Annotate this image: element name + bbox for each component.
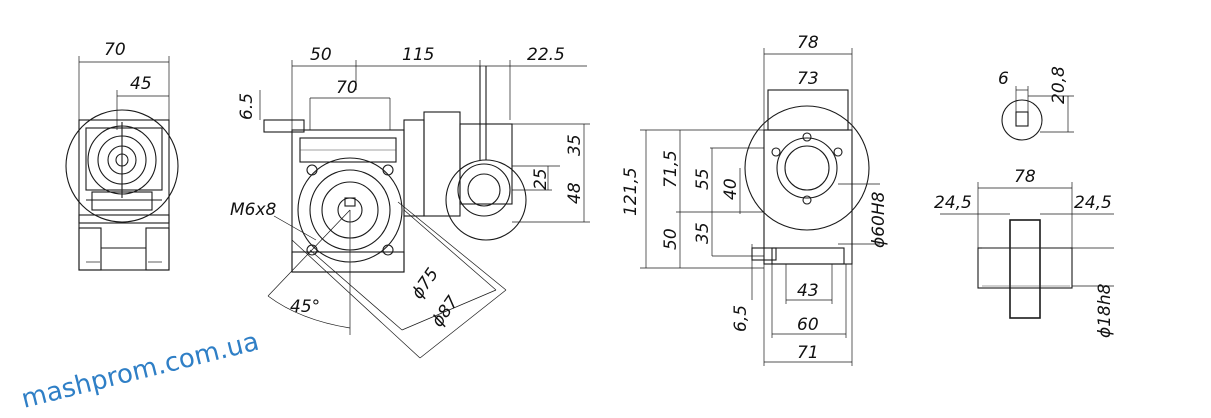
- label-bolt: M6x8: [230, 200, 277, 220]
- dim-side-inner: 45: [130, 74, 152, 94]
- dim-front-d2: 115: [402, 45, 434, 65]
- dim-shaft-height: 20,8: [1049, 66, 1069, 104]
- dim-end-v40: 40: [721, 178, 741, 200]
- dim-end-v55: 55: [693, 168, 713, 190]
- dim-shaft-dia: ϕ18h8: [1095, 283, 1115, 338]
- dim-end-b65: 6,5: [731, 305, 751, 332]
- front-view: 50 115 22.5 70 6.5: [230, 45, 590, 359]
- dim-end-b71: 71: [797, 343, 819, 363]
- dim-shaft-key: 6: [998, 69, 1009, 89]
- dim-front-dia1: ϕ75: [408, 264, 443, 302]
- dim-front-left: 6.5: [237, 93, 257, 120]
- dim-end-b60: 60: [797, 315, 819, 335]
- dim-end-htotal: 121,5: [621, 167, 641, 216]
- dim-end-b43: 43: [797, 281, 819, 301]
- dim-end-w1: 78: [797, 33, 819, 53]
- dim-front-d1: 50: [310, 45, 332, 65]
- dim-front-dia2: ϕ87: [428, 292, 463, 331]
- dim-end-bore: ϕ60H8: [869, 191, 889, 248]
- watermark-text: mashprom.com.ua: [18, 327, 262, 415]
- dim-end-v35: 35: [693, 222, 713, 244]
- dim-front-r1: 35: [565, 134, 585, 156]
- dim-end-hlow: 50: [661, 228, 681, 250]
- dim-shaft-left: 24,5: [934, 193, 972, 213]
- dim-front-r2: 25: [531, 168, 551, 190]
- dim-end-w2: 73: [797, 69, 819, 89]
- dim-end-hup: 71,5: [661, 150, 681, 188]
- shaft-view: 6 20,8 78 24,5 24,5 ϕ18h8: [934, 66, 1115, 338]
- dim-shaft-right: 24,5: [1074, 193, 1112, 213]
- dim-shaft-length: 78: [1014, 167, 1036, 187]
- dim-side-width: 70: [104, 40, 126, 60]
- dim-front-d3: 22.5: [527, 45, 565, 65]
- dim-front-top: 70: [336, 78, 358, 98]
- end-view: 78 73 121,5 71,5 50 55 40 35 ϕ60H8: [621, 33, 889, 366]
- dim-front-angle: 45°: [290, 297, 320, 317]
- side-view: 70 45: [65, 40, 179, 271]
- dim-front-r3: 48: [565, 182, 585, 204]
